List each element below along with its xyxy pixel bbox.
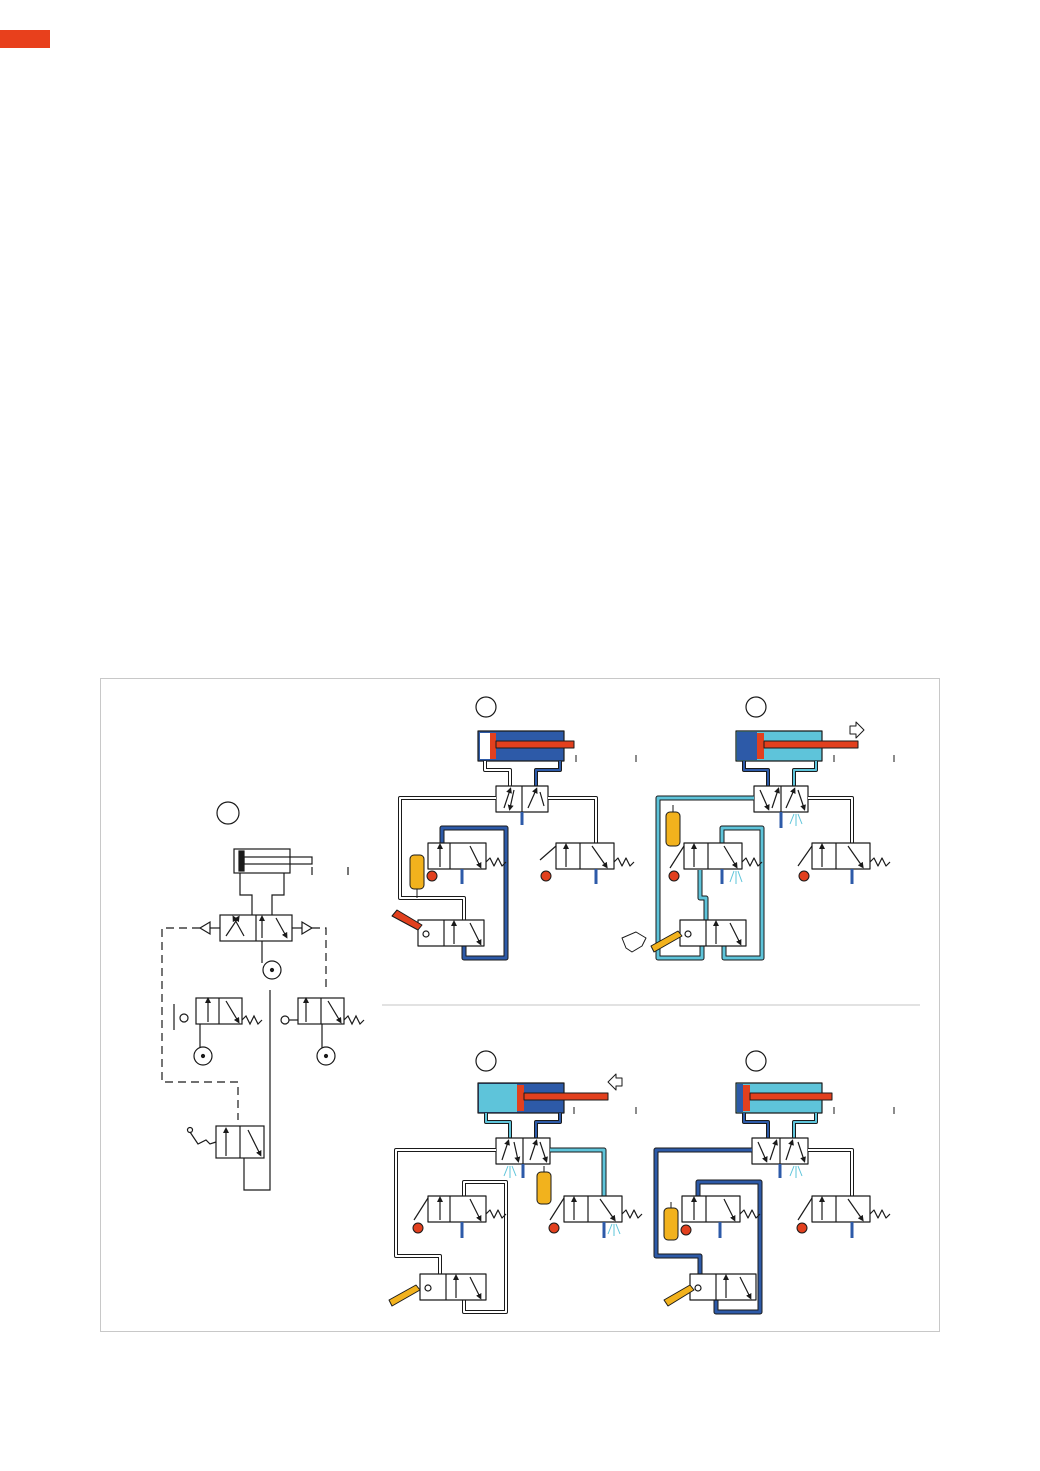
schematic-panel [161, 801, 365, 1191]
stage-3-roller-valve-right [549, 1195, 643, 1223]
stage-4-hand-lever [663, 1284, 695, 1307]
stage-1-reversing-valve [495, 785, 549, 813]
schematic-label-circle [216, 801, 240, 825]
stage-2-hand-icon [621, 931, 647, 953]
stage-2-roller-valve-right [797, 842, 891, 870]
schematic-roller-valve-left [173, 997, 263, 1066]
stage-3-hand-lever-valve [419, 1273, 487, 1301]
stage-2-reversing-valve [753, 785, 809, 813]
stage-3-roller-valve-left [413, 1195, 507, 1223]
stage-2-extend-arrow-icon [849, 721, 865, 739]
stage-3-yellow-lever [536, 1166, 552, 1205]
stage-1-hand-lever [391, 909, 423, 931]
stage-3-label-circle [475, 1050, 497, 1072]
stage-3-reversing-valve [495, 1137, 551, 1165]
stage-2-hand-lever-valve [679, 919, 747, 947]
stage-2-roller-valve-left [669, 842, 763, 870]
stage-2-hand-lever [650, 930, 683, 953]
stage-1-cylinder [477, 730, 637, 762]
stage-4-panel [653, 1050, 895, 1315]
stage-2-exhaust [789, 813, 803, 826]
stage-4-cylinder [735, 1082, 895, 1114]
stage-2-label-circle [745, 696, 767, 718]
stage-1-label-circle [475, 696, 497, 718]
stage-2-panel [621, 696, 895, 961]
stage-2-yellow-lever [665, 805, 681, 847]
stage-1-yellow-lever [409, 854, 425, 898]
stage-4-roller-valve-right [797, 1195, 891, 1223]
stage-1-roller-valve-left [427, 842, 507, 870]
stage-3-hand-lever [388, 1284, 421, 1307]
stage-1-panel [391, 696, 637, 961]
schematic-hand-lever-valve [186, 1125, 265, 1159]
section-accent-bar [0, 30, 50, 48]
schematic-reversing-valve [198, 914, 314, 942]
stage-3-cylinder [477, 1082, 637, 1114]
pneumatic-circuit-figure [100, 678, 940, 1332]
schematic-pressure-source [262, 960, 282, 980]
stage-4-hand-lever-valve [689, 1273, 757, 1301]
stage-3-retract-arrow-icon [607, 1073, 623, 1091]
stage-1-roller-valve-right [539, 842, 635, 870]
stage-4-label-circle [745, 1050, 767, 1072]
stage-3-panel [388, 1050, 643, 1314]
stage-2-cylinder [735, 730, 895, 762]
schematic-roller-valve-right [280, 997, 365, 1066]
schematic-cylinder [233, 848, 349, 875]
stage-4-yellow-lever [663, 1202, 679, 1241]
stage-1-hand-lever-valve [417, 919, 485, 947]
stage-4-roller-valve-left [681, 1195, 761, 1223]
stage-4-reversing-valve [751, 1137, 809, 1165]
